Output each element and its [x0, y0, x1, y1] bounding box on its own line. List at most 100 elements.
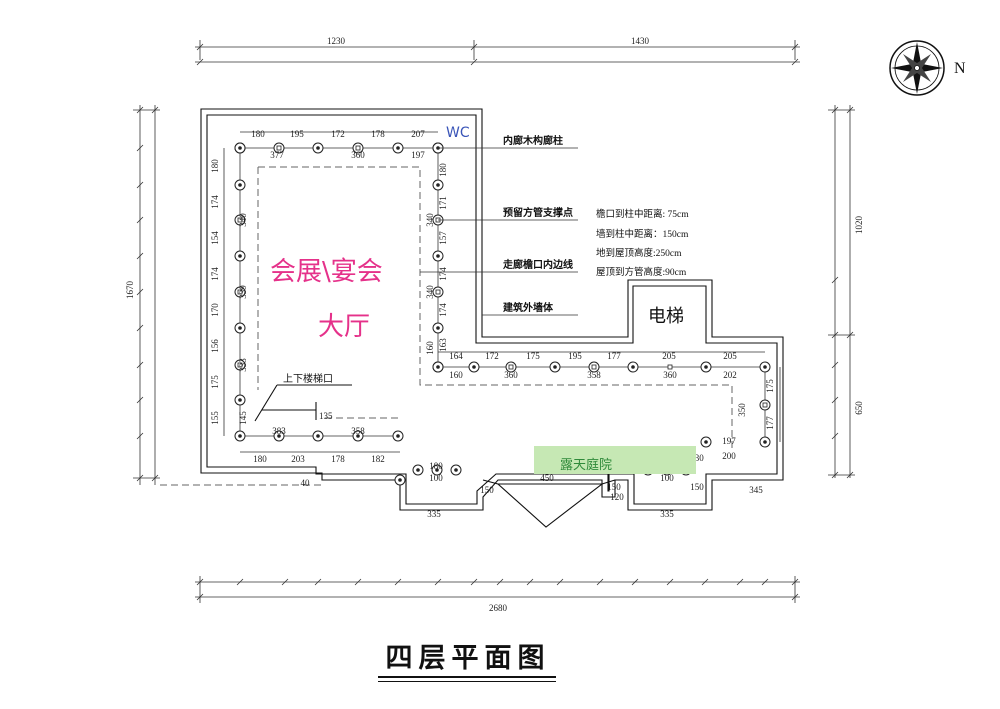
support-point [237, 217, 243, 223]
dim-label: 205 [662, 351, 676, 361]
dim-tick [196, 58, 204, 66]
dim-tick [791, 593, 799, 601]
column [352, 430, 364, 442]
dim-tick [434, 578, 442, 586]
dim-label: 180 [210, 159, 220, 173]
column [432, 179, 444, 191]
callout-wall: 建筑外墙体 [502, 301, 554, 314]
dim-tick [470, 578, 478, 586]
stairs: 上下楼梯口 135 [254, 372, 352, 422]
dim-tick [314, 578, 322, 586]
dim-tick [236, 578, 244, 586]
dim-left: 1670 [125, 281, 135, 300]
column [392, 142, 404, 154]
column [432, 250, 444, 262]
dim-tick [846, 471, 854, 479]
dim-label: 172 [331, 129, 345, 139]
dim-tick [526, 578, 534, 586]
dim-label: 335 [660, 509, 674, 519]
dim-label: 170 [210, 303, 220, 317]
dim-tick [354, 578, 362, 586]
top-dimension: 1230 1430 [195, 36, 800, 66]
support-point [435, 289, 441, 295]
dim-label: 175 [765, 379, 775, 393]
dim-label: 40 [301, 478, 311, 488]
eave-line [160, 166, 733, 486]
dim-label: 358 [351, 426, 365, 436]
dim-tick [556, 578, 564, 586]
support-point [667, 364, 673, 370]
column [549, 361, 561, 373]
callout-eave: 走廊檐口内边线 [502, 258, 573, 271]
column [312, 430, 324, 442]
dim-label: 174 [210, 267, 220, 281]
dim-label: 197 [411, 150, 425, 160]
support-point [591, 364, 597, 370]
dim-tick [136, 106, 144, 114]
dim-top-2: 1430 [631, 36, 650, 46]
callouts: 内廊木构廊柱 预留方管支撑点 走廊檐口内边线 建筑外墙体 [420, 134, 578, 316]
column [234, 322, 246, 334]
entrance-canopy [496, 483, 604, 528]
support-point [276, 145, 282, 151]
dim-tick [736, 578, 744, 586]
dim-label: 164 [449, 351, 463, 361]
dim-label: 163 [438, 338, 448, 352]
dim-label: 195 [568, 351, 582, 361]
column [759, 361, 771, 373]
dim-label: 172 [485, 351, 499, 361]
dim-label: 155 [210, 411, 220, 425]
dim-tick [831, 396, 839, 404]
column [234, 430, 246, 442]
dim-label: 345 [749, 485, 763, 495]
dim-right-1: 1020 [854, 216, 864, 235]
dim-tick [136, 474, 144, 482]
dim-label: 178 [331, 454, 345, 464]
dim-label: 333 [238, 358, 248, 372]
dim-label: 205 [723, 351, 737, 361]
dim-tick [136, 324, 144, 332]
dim-tick [136, 144, 144, 152]
dim-tick [136, 361, 144, 369]
dim-tick [470, 43, 478, 51]
note-1: 檐口到柱中距离: 75cm [596, 208, 689, 220]
dim-label: 157 [438, 231, 448, 245]
dim-label: 177 [607, 351, 621, 361]
note-2: 墙到柱中距离：150cm [596, 228, 689, 240]
dim-tick [394, 578, 402, 586]
dim-label: 174 [438, 267, 448, 281]
dim-label: 150 [607, 482, 621, 492]
dim-label: 335 [427, 509, 441, 519]
column [234, 394, 246, 406]
dim-tick [136, 181, 144, 189]
dim-label: 177 [765, 416, 775, 430]
wc-label: WC [446, 125, 470, 141]
dim-top-1: 1230 [327, 36, 346, 46]
dim-right-2: 650 [854, 401, 864, 415]
dim-tick [136, 396, 144, 404]
top-ticks [196, 43, 799, 66]
dim-label: 360 [351, 150, 365, 160]
dim-label: 182 [371, 454, 385, 464]
dim-label: 339 [238, 285, 248, 299]
column [412, 464, 424, 476]
dim-label: 350 [737, 403, 747, 417]
dim-label: 203 [291, 454, 305, 464]
dim-label: 340 [238, 213, 248, 227]
notes: 檐口到柱中距离: 75cm 墙到柱中距离：150cm 地到屋顶高度:250cm … [596, 208, 689, 278]
dim-tick [136, 432, 144, 440]
dim-label: 100 [660, 473, 674, 483]
dim-tick [831, 432, 839, 440]
dim-label: 174 [438, 303, 448, 317]
dim-tick [701, 578, 709, 586]
title-underline [378, 676, 556, 678]
title-underline-thin [378, 681, 556, 682]
dim-tick [791, 578, 799, 586]
dim-label: 360 [663, 370, 677, 380]
dim-tick [136, 288, 144, 296]
dim-tick [470, 58, 478, 66]
callout-columns: 内廊木构廊柱 [503, 134, 563, 147]
dim-tick [831, 331, 839, 339]
dim-tick [791, 43, 799, 51]
support-point [762, 402, 768, 408]
